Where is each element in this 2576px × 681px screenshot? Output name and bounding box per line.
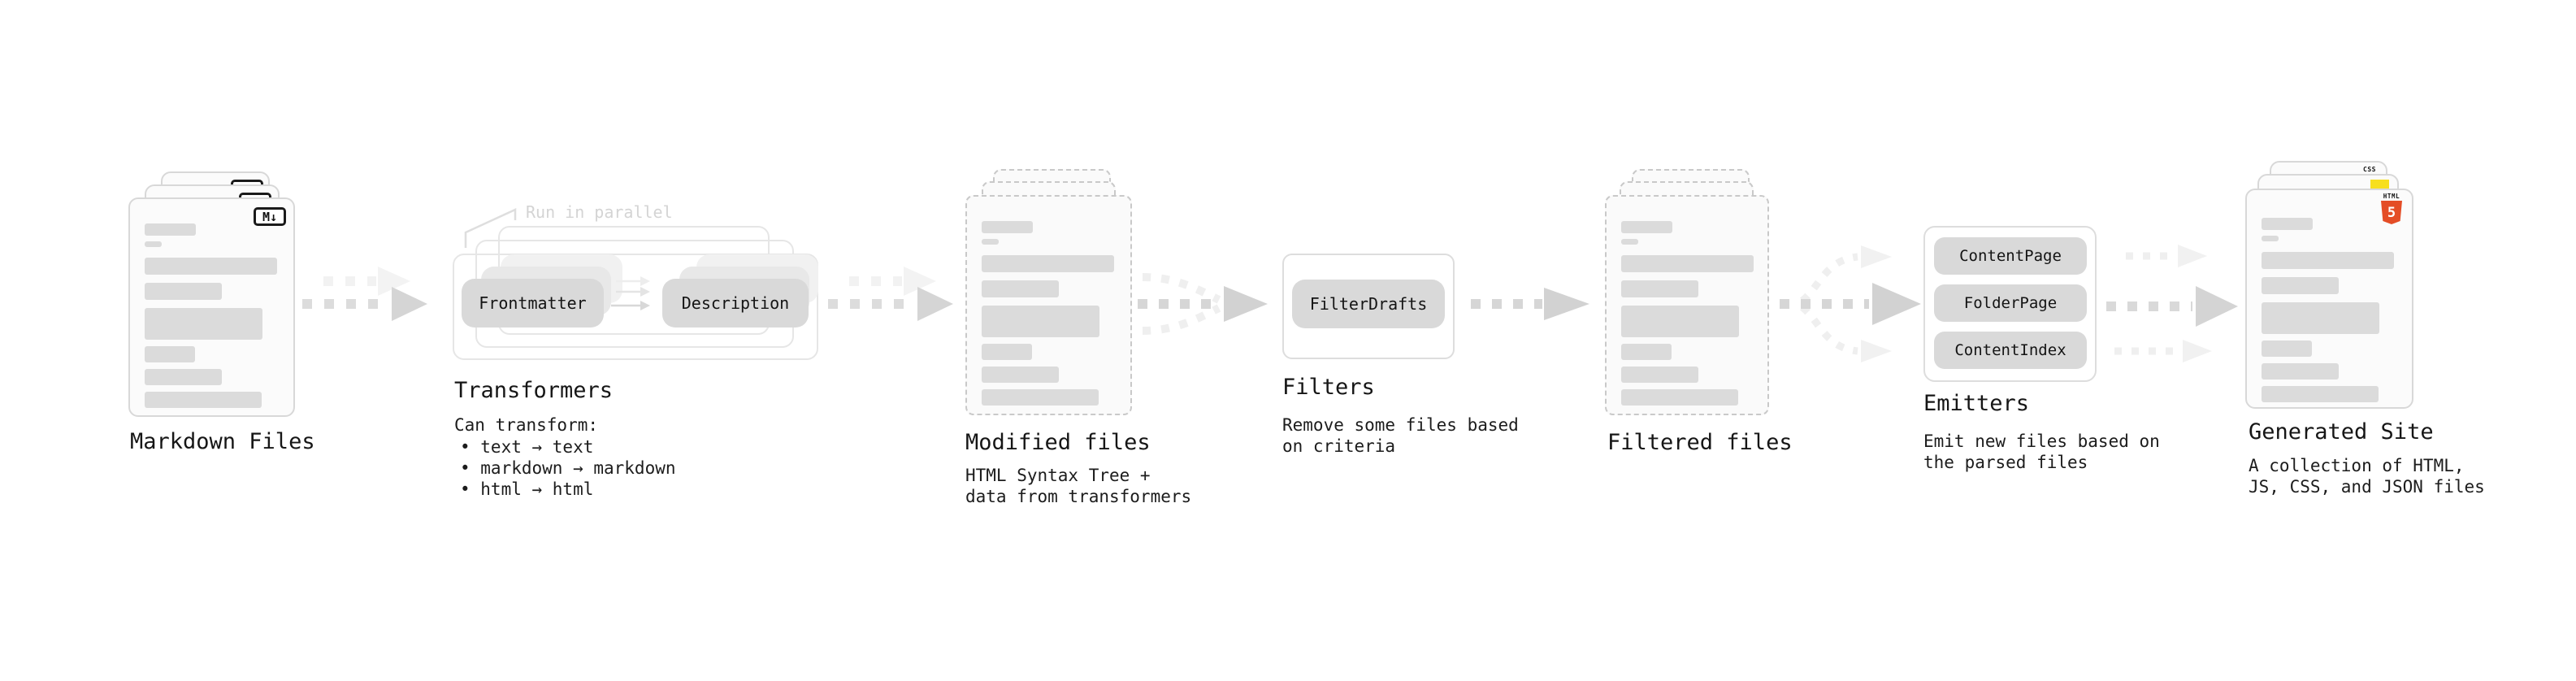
- arrow-transformers-to-modified: [828, 267, 953, 321]
- doc-bar: [1621, 389, 1738, 406]
- parallel-arrows-icon: [611, 276, 650, 310]
- doc-bar: [145, 258, 277, 275]
- generated-site-desc: JS, CSS, and JSON files: [2249, 477, 2485, 497]
- markdown-icon: M↓: [254, 207, 286, 226]
- doc-bar: [145, 241, 162, 247]
- doc-bar: [982, 367, 1059, 383]
- arrow-echo: [323, 267, 410, 296]
- doc-bar: [982, 221, 1033, 233]
- doc-bar: [1621, 344, 1672, 360]
- run-in-parallel-note: Run in parallel: [526, 202, 673, 222]
- doc-content-skeleton: [130, 199, 293, 408]
- doc-bar: [145, 283, 222, 300]
- doc-content-skeleton: [2247, 190, 2412, 402]
- transformers-bullet: • html → html: [460, 479, 594, 499]
- folderpage-pill: FolderPage: [1934, 284, 2087, 322]
- doc-bar: [982, 239, 999, 245]
- doc-bar: [2262, 340, 2312, 357]
- modified-files-desc: HTML Syntax Tree +: [965, 466, 1151, 485]
- description-pill: Description: [662, 279, 809, 327]
- arrow-echo: [849, 267, 936, 296]
- arrow-modified-to-filters: [1138, 273, 1268, 335]
- doc-bar: [1621, 221, 1672, 233]
- doc-bar: [2262, 218, 2313, 230]
- arrow-top-light: [2126, 245, 2207, 267]
- transformers-desc: Can transform:: [454, 415, 599, 435]
- doc-bar: [982, 344, 1032, 360]
- arrow-main: [828, 287, 953, 321]
- arrow-main: [302, 287, 427, 321]
- doc-bar: [1621, 306, 1739, 337]
- doc-bar: [2262, 302, 2379, 334]
- modified-files-desc: data from transformers: [965, 487, 1192, 506]
- doc-bar: [982, 389, 1099, 406]
- markdown-files-label: Markdown Files: [130, 429, 315, 454]
- doc-content-skeleton: [1607, 197, 1767, 406]
- emitters-label: Emitters: [1923, 391, 2030, 416]
- markdown-doc-front: M↓: [128, 197, 295, 417]
- doc-bar: [982, 280, 1059, 297]
- annotation-line: [464, 208, 517, 248]
- contentindex-pill: ContentIndex: [1934, 332, 2087, 369]
- doc-bar: [2262, 277, 2339, 294]
- emitters-desc: the parsed files: [1923, 453, 2088, 472]
- filterdrafts-pill: FilterDrafts: [1292, 280, 1445, 328]
- filters-desc: on criteria: [1282, 436, 1396, 456]
- doc-bar: [2262, 363, 2339, 380]
- filtered-doc-front: [1605, 195, 1769, 415]
- doc-bar: [2262, 386, 2379, 402]
- doc-bar: [1621, 367, 1698, 383]
- js-icon: [2370, 180, 2389, 189]
- generated-site-desc: A collection of HTML,: [2249, 456, 2465, 475]
- transformers-bullet: • markdown → markdown: [460, 458, 676, 478]
- filtered-files-label: Filtered files: [1607, 430, 1793, 455]
- doc-bar: [145, 223, 196, 236]
- arrow-files-to-transformers: [302, 267, 427, 321]
- arrow-filtered-to-emitters: [1780, 245, 1921, 362]
- emitters-desc: Emit new files based on: [1923, 432, 2160, 451]
- doc-bar: [145, 392, 262, 408]
- doc-content-skeleton: [967, 197, 1130, 406]
- filters-desc: Remove some files based: [1282, 415, 1519, 435]
- transformers-label: Transformers: [454, 378, 614, 403]
- arrow-bottom-light: [2114, 340, 2212, 362]
- doc-bar: [1621, 255, 1754, 272]
- filters-label: Filters: [1282, 375, 1375, 400]
- site-doc-html: HTML 5: [2245, 189, 2413, 409]
- doc-bar: [145, 346, 195, 362]
- doc-bar: [145, 308, 262, 340]
- contentpage-pill: ContentPage: [1934, 237, 2087, 275]
- doc-bar: [2262, 236, 2279, 241]
- generated-site-label: Generated Site: [2249, 419, 2434, 445]
- transformer-card-front: [453, 254, 818, 360]
- arrow-filters-to-filtered: [1471, 288, 1589, 320]
- arrow-emitters-to-site: [2106, 245, 2238, 362]
- transformers-bullet: • text → text: [460, 437, 594, 457]
- doc-bar: [145, 369, 222, 385]
- doc-bar: [1621, 280, 1698, 297]
- doc-bar: [2262, 252, 2394, 269]
- modified-files-label: Modified files: [965, 430, 1151, 455]
- arrow-middle-main: [2106, 286, 2238, 327]
- html5-icon: HTML 5: [2379, 193, 2404, 224]
- doc-bar: [1621, 239, 1638, 245]
- doc-bar: [982, 306, 1099, 337]
- doc-bar: [982, 255, 1114, 272]
- modified-doc-front: [965, 195, 1132, 415]
- frontmatter-pill: Frontmatter: [462, 279, 604, 327]
